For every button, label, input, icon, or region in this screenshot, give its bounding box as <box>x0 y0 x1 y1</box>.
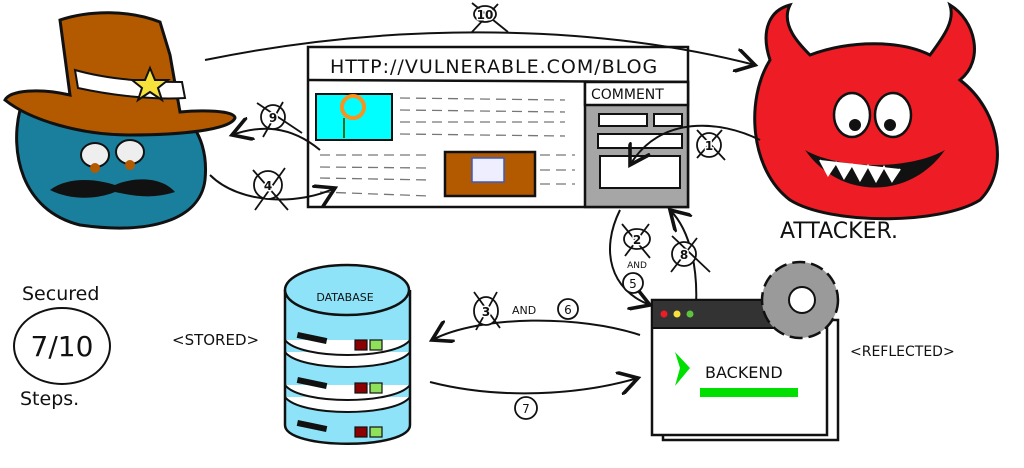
step-10: 10 <box>471 2 509 33</box>
arrow-comment-to-backend <box>609 209 650 305</box>
svg-text:2: 2 <box>633 233 641 247</box>
reflected-tag: <REFLECTED> <box>850 344 955 360</box>
user-character <box>3 11 237 230</box>
step-4: 4 <box>252 167 289 211</box>
step-5: 5 <box>622 272 644 294</box>
browser-window <box>306 45 690 209</box>
step-7: 7 <box>514 396 538 420</box>
backend-window <box>650 260 840 442</box>
svg-text:5: 5 <box>629 277 637 291</box>
arrow-user-to-attacker <box>204 31 755 65</box>
step-3: 3 <box>473 291 501 331</box>
score-title: Secured <box>22 283 99 305</box>
step-8: 8 <box>670 235 711 273</box>
attacker-label: ATTACKER. <box>780 219 898 244</box>
step-2: 2 <box>621 223 651 259</box>
flow-arrows <box>204 31 761 393</box>
attacker-character <box>753 1 999 221</box>
svg-text:3: 3 <box>482 305 490 319</box>
svg-text:9: 9 <box>269 111 277 125</box>
svg-text:10: 10 <box>477 8 494 22</box>
step-9: 9 <box>256 101 303 138</box>
backend-label: BACKEND <box>705 363 783 382</box>
score-footer: Steps. <box>20 388 79 410</box>
arrow-backend-to-db <box>432 319 641 340</box>
svg-text:1: 1 <box>705 139 713 153</box>
and-label-2: AND <box>512 304 536 317</box>
secured-score: Secured 7/10 Steps. <box>13 283 111 410</box>
gear-icon <box>760 260 840 340</box>
score-value: 7/10 <box>31 330 94 363</box>
step-1: 1 <box>696 129 726 161</box>
arrow-attacker-to-comment <box>630 124 761 165</box>
stored-tag: <STORED> <box>172 331 259 349</box>
svg-text:6: 6 <box>564 303 572 317</box>
database-icon <box>283 263 412 445</box>
arrow-db-to-backend <box>429 378 638 393</box>
database-label: DATABASE <box>316 291 373 304</box>
comment-header: COMMENT <box>591 87 664 103</box>
browser-url: HTTP://VULNERABLE.COM/BLOG <box>330 56 658 78</box>
svg-text:4: 4 <box>264 179 272 193</box>
and-label: AND <box>627 261 647 271</box>
step-6: 6 <box>557 298 579 320</box>
svg-text:8: 8 <box>680 248 688 262</box>
svg-text:7: 7 <box>522 402 530 416</box>
